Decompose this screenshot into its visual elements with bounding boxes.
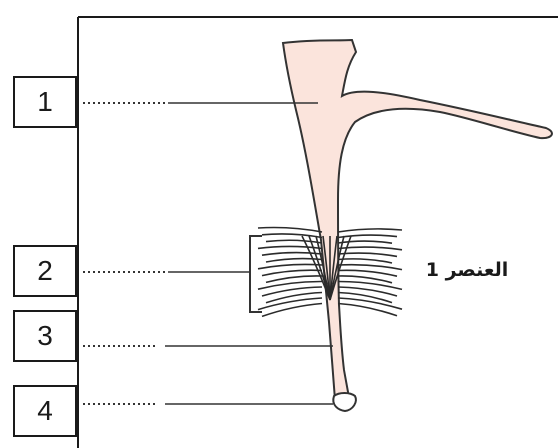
root-hair bbox=[338, 281, 402, 289]
root-hair bbox=[262, 287, 322, 296]
marker-label-1: 1 bbox=[37, 86, 53, 118]
element-label: العنصر 1 bbox=[412, 252, 522, 288]
marker-box-3: 3 bbox=[13, 310, 77, 362]
marker-box-2: 2 bbox=[13, 245, 77, 297]
root-hair bbox=[258, 264, 322, 268]
root-hair bbox=[338, 241, 392, 243]
marker-label-4: 4 bbox=[37, 395, 53, 427]
root-hair bbox=[338, 229, 402, 232]
root-hair bbox=[262, 253, 322, 256]
root-hair bbox=[338, 265, 402, 270]
root-hair bbox=[338, 287, 397, 296]
root-hair bbox=[262, 270, 322, 275]
root-hair bbox=[258, 228, 322, 233]
root-hair bbox=[338, 253, 397, 256]
root-hair bbox=[338, 259, 392, 263]
marker-label-3: 3 bbox=[37, 320, 53, 352]
marker-box-1: 1 bbox=[13, 76, 77, 128]
root-hair bbox=[262, 234, 322, 238]
root-hair bbox=[266, 240, 322, 243]
root-hair bbox=[338, 235, 397, 237]
marker-box-4: 4 bbox=[13, 385, 77, 437]
root-cap bbox=[333, 393, 356, 411]
marker-label-2: 2 bbox=[37, 255, 53, 287]
